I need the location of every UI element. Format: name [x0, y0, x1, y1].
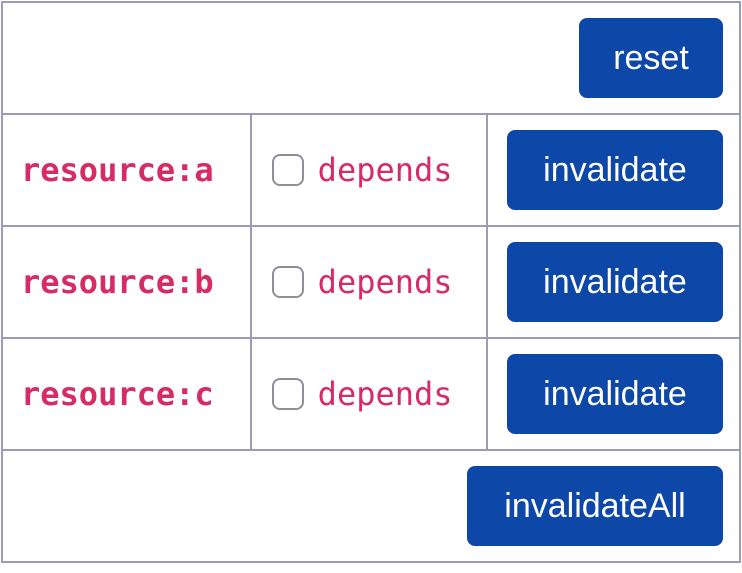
header-row: reset: [1, 1, 741, 115]
invalidate-cell: invalidate: [486, 337, 741, 451]
invalidate-button[interactable]: invalidate: [507, 130, 723, 210]
invalidate-button[interactable]: invalidate: [507, 354, 723, 434]
resource-row-c: resource:c depends invalidate: [1, 337, 741, 451]
depends-checkbox[interactable]: [271, 266, 304, 298]
resource-name: resource:b: [21, 263, 214, 301]
resource-name: resource:a: [21, 151, 214, 189]
reset-button[interactable]: reset: [579, 18, 723, 98]
resource-name: resource:c: [21, 375, 214, 413]
depends-label: depends: [317, 263, 453, 301]
resource-row-a: resource:a depends invalidate: [1, 113, 741, 227]
depends-cell: depends: [249, 225, 489, 339]
depends-cell: depends: [249, 113, 489, 227]
resource-table: reset resource:a depends invalidate reso…: [1, 1, 741, 563]
invalidate-button[interactable]: invalidate: [507, 242, 723, 322]
footer-row: invalidateAll: [1, 449, 741, 563]
depends-toggle[interactable]: depends: [252, 263, 487, 301]
invalidate-all-button[interactable]: invalidateAll: [467, 466, 723, 546]
invalidate-cell: invalidate: [486, 113, 741, 227]
depends-label: depends: [317, 151, 453, 189]
resource-row-b: resource:b depends invalidate: [1, 225, 741, 339]
depends-cell: depends: [249, 337, 489, 451]
depends-checkbox[interactable]: [271, 154, 304, 186]
reset-cell: reset: [1, 1, 741, 115]
invalidate-cell: invalidate: [486, 225, 741, 339]
depends-toggle[interactable]: depends: [252, 151, 487, 189]
resource-name-cell: resource:a: [1, 113, 252, 227]
depends-toggle[interactable]: depends: [252, 375, 487, 413]
depends-label: depends: [317, 375, 453, 413]
resource-name-cell: resource:b: [1, 225, 252, 339]
depends-checkbox[interactable]: [271, 378, 304, 410]
resource-name-cell: resource:c: [1, 337, 252, 451]
invalidate-all-cell: invalidateAll: [1, 449, 741, 563]
